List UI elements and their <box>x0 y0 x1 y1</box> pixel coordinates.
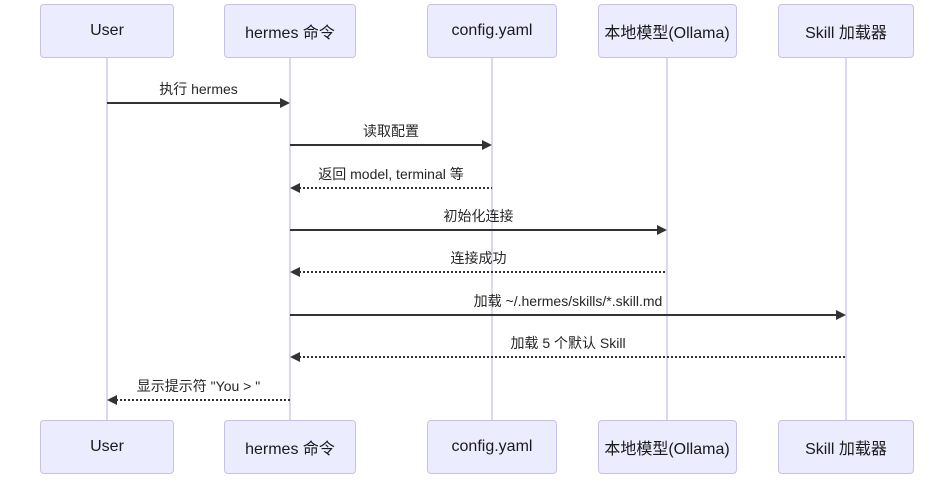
lifeline-hermes <box>289 58 291 420</box>
arrowhead-icon <box>290 183 300 193</box>
lifeline-config <box>491 58 493 420</box>
arrowhead-icon <box>836 310 846 320</box>
actor-bottom-ollama: 本地模型(Ollama) <box>597 420 737 474</box>
actor-top-ollama: 本地模型(Ollama) <box>597 4 737 58</box>
message-arrow-line <box>299 187 492 189</box>
message-arrow-line <box>299 271 667 273</box>
message-arrow-line <box>290 229 658 231</box>
actor-label: User <box>90 22 124 39</box>
actor-label: Skill 加载器 <box>805 441 887 458</box>
message-label: 连接成功 <box>450 250 507 266</box>
actor-bottom-skill: Skill 加载器 <box>778 420 914 474</box>
arrowhead-icon <box>107 395 117 405</box>
actor-label: config.yaml <box>451 438 533 455</box>
arrowhead-icon <box>290 352 300 362</box>
actor-label: Skill 加载器 <box>805 25 887 42</box>
actor-label: User <box>90 438 124 455</box>
message-label: 执行 hermes <box>159 81 238 97</box>
message-label: 读取配置 <box>363 123 419 139</box>
actor-label: config.yaml <box>451 22 533 39</box>
message-label: 初始化连接 <box>443 208 514 224</box>
message-arrow-line <box>107 102 281 104</box>
arrowhead-icon <box>657 225 667 235</box>
actor-top-hermes: hermes 命令 <box>224 4 356 58</box>
message-label: 返回 model, terminal 等 <box>318 166 464 182</box>
lifeline-user <box>106 58 108 420</box>
actor-bottom-hermes: hermes 命令 <box>224 420 356 474</box>
arrowhead-icon <box>280 98 290 108</box>
message-label: 加载 ~/.hermes/skills/*.skill.md <box>473 293 663 309</box>
arrowhead-icon <box>482 140 492 150</box>
actor-bottom-config: config.yaml <box>427 420 557 474</box>
lifeline-ollama <box>666 58 668 420</box>
message-arrow-line <box>299 356 846 358</box>
message-arrow-line <box>290 314 837 316</box>
arrowhead-icon <box>290 267 300 277</box>
actor-label: hermes 命令 <box>245 441 335 458</box>
message-arrow-line <box>116 399 290 401</box>
message-arrow-line <box>290 144 483 146</box>
message-label: 显示提示符 "You > " <box>136 378 261 394</box>
actor-top-user: User <box>40 4 174 58</box>
actor-label: 本地模型(Ollama) <box>604 25 730 42</box>
actor-bottom-user: User <box>40 420 174 474</box>
actor-top-skill: Skill 加载器 <box>778 4 914 58</box>
actor-label: 本地模型(Ollama) <box>604 441 730 458</box>
actor-label: hermes 命令 <box>245 25 335 42</box>
lifeline-skill <box>845 58 847 420</box>
message-label: 加载 5 个默认 Skill <box>510 335 626 351</box>
actor-top-config: config.yaml <box>427 4 557 58</box>
